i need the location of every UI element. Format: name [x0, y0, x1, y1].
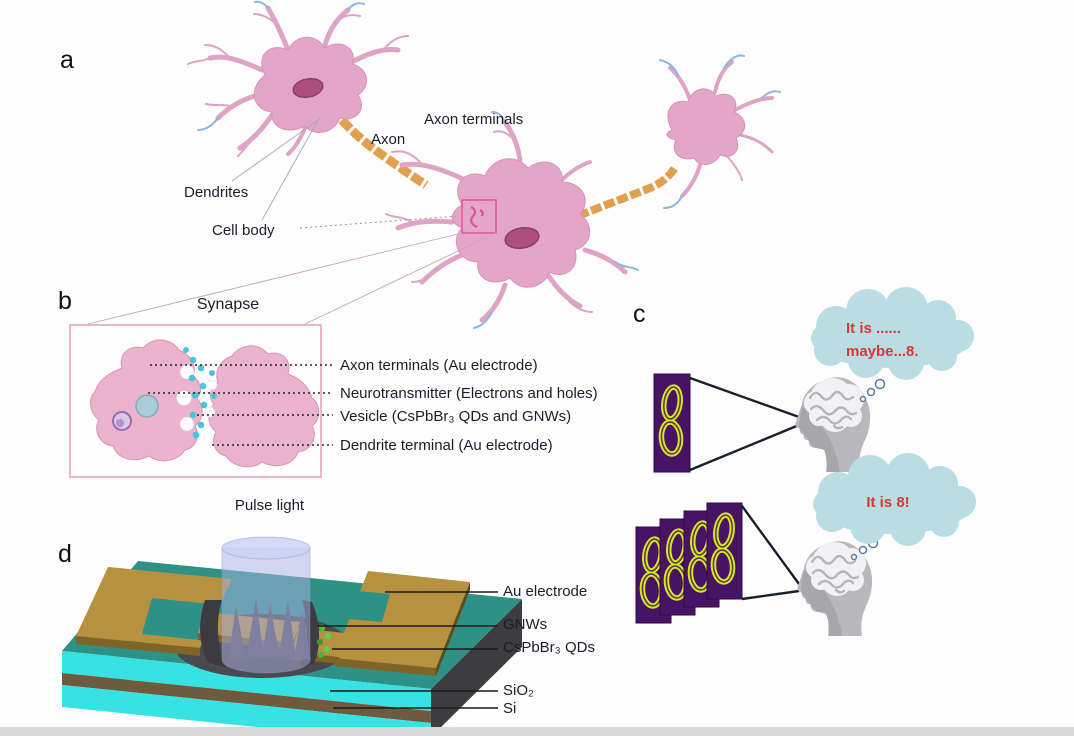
gnws-label: GNWs — [503, 616, 548, 633]
head-silhouette-icon-2 — [796, 540, 874, 638]
sio2-label: SiO₂ — [503, 682, 534, 699]
neuron-2 — [385, 111, 639, 329]
synapse-glyph — [470, 206, 484, 229]
head-silhouette-icon — [794, 376, 872, 474]
neuron-3 — [659, 54, 781, 209]
thought-bubble-text-2: It is 8! — [866, 494, 910, 511]
pulse-light-beam — [221, 536, 311, 674]
dendrites-label: Dendrites — [184, 184, 249, 201]
thought-trail-dots-2 — [850, 537, 879, 561]
axon-label: Axon — [371, 131, 406, 148]
zoom-connector-lines — [87, 232, 497, 325]
synapse-legend-lines — [148, 364, 333, 446]
thought-bubble-text-line2: maybe...8. — [846, 343, 919, 360]
synapse-illustration — [69, 324, 333, 478]
vesicle-pockets — [176, 364, 218, 432]
device-illustration — [62, 536, 522, 736]
panel-d-label: d — [58, 540, 72, 568]
sio2-layer-face — [62, 651, 431, 711]
legend-vesicle: Vesicle (CsPbBr₃ QDs and GNWs) — [340, 408, 572, 425]
axon-segment-1 — [338, 116, 429, 189]
panel-a-label: a — [60, 46, 74, 74]
cell-body-label: Cell body — [212, 222, 275, 239]
stack-side-face — [431, 599, 522, 736]
panel-b-label: b — [58, 287, 72, 315]
legend-axon-terminals: Axon terminals (Au electrode) — [340, 357, 538, 374]
qd-dots — [316, 624, 332, 658]
axon-terminals-label: Axon terminals — [424, 111, 524, 128]
cspbbr3-qds-label: CsPbBr₃ QDs — [503, 639, 595, 656]
si-layer-face — [62, 673, 431, 723]
legend-neurotransmitter: Neurotransmitter (Electrons and holes) — [340, 385, 598, 402]
screenshot-bottom-strip — [0, 727, 1074, 736]
pattern-card-stack — [635, 502, 743, 624]
view-lines-single — [689, 376, 800, 472]
vesicle-small-core — [116, 419, 124, 427]
synapse-frame — [69, 324, 322, 478]
synapse-title: Synapse — [196, 296, 260, 313]
si-label: Si — [503, 700, 517, 717]
cell-body-dashed-line — [299, 215, 459, 229]
neuron-illustration — [87, 0, 781, 329]
device-label-lines — [318, 591, 498, 709]
synapse-zoom-box — [461, 199, 497, 234]
vesicle-large — [135, 394, 159, 418]
axon-segment-2 — [576, 163, 680, 220]
nucleus-2 — [504, 226, 540, 250]
pulse-light-label: Pulse light — [234, 497, 305, 514]
legend-dendrite-terminal: Dendrite terminal (Au electrode) — [340, 437, 553, 454]
bottom-layer-face — [62, 685, 431, 736]
panel-c-label: c — [633, 300, 646, 328]
neuron-1 — [187, 0, 409, 157]
au-electrode-label: Au electrode — [503, 583, 588, 600]
thought-trail-dots — [859, 378, 886, 403]
view-lines-multi — [741, 505, 800, 601]
postsynaptic-terminal — [208, 345, 320, 468]
recognition-illustration — [635, 287, 976, 638]
nucleus-1 — [292, 77, 324, 99]
thought-bubble-text-line1: It is ...... — [846, 320, 902, 337]
panel-a-pointer-lines — [231, 117, 322, 221]
